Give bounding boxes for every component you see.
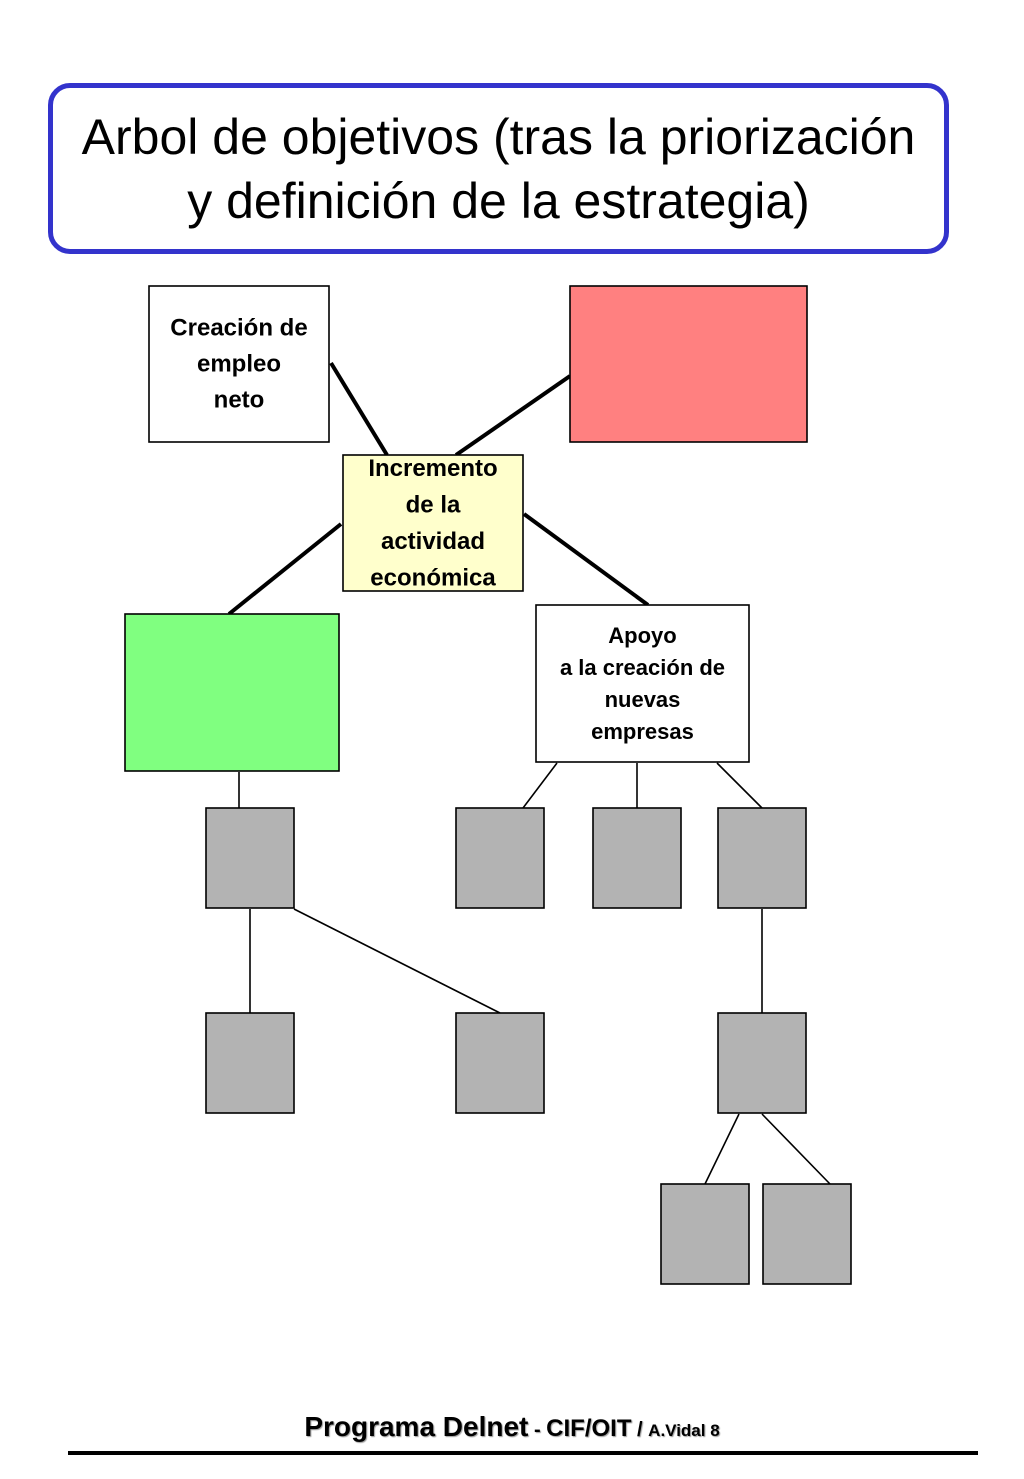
page-title-line-2: y definición de la estrategia) bbox=[187, 172, 810, 229]
footer-organization: CIF/OIT bbox=[546, 1415, 632, 1442]
node-gray-1-box bbox=[205, 807, 295, 909]
footer-rule bbox=[68, 1451, 978, 1455]
node-gray-5 bbox=[205, 1012, 295, 1114]
title-frame: Arbol de objetivos (tras la priorización… bbox=[48, 83, 949, 254]
node-incremento-actividad: Incremento de la actividad económica bbox=[342, 454, 524, 592]
node-incremento-actividad-label-line: actividad bbox=[381, 528, 485, 555]
node-gray-7-box bbox=[717, 1012, 807, 1114]
connector-apoyo-gray2 bbox=[522, 762, 558, 809]
connector-gray7-gray9 bbox=[761, 1113, 831, 1185]
node-incremento-actividad-box bbox=[342, 454, 524, 592]
node-apoyo-creacion-empresas-label-line: empresas bbox=[591, 719, 694, 744]
node-gray-9-box bbox=[762, 1183, 852, 1285]
connector-red-central bbox=[454, 374, 572, 457]
node-creacion-empleo-neto: Creación de empleo neto bbox=[148, 285, 330, 443]
node-gray-7 bbox=[717, 1012, 807, 1114]
node-creacion-empleo-neto-box bbox=[148, 285, 330, 443]
node-creacion-empleo-neto-label-line: empleo bbox=[197, 351, 281, 378]
connector-empleo-central bbox=[329, 361, 389, 457]
node-red-objective-box bbox=[569, 285, 808, 443]
footer-separator: / bbox=[631, 1419, 649, 1441]
node-gray-8-box bbox=[660, 1183, 750, 1285]
node-gray-8 bbox=[660, 1183, 750, 1285]
node-gray-5-box bbox=[205, 1012, 295, 1114]
node-gray-6-box bbox=[455, 1012, 545, 1114]
node-creacion-empleo-neto-label-line: Creación de bbox=[170, 315, 307, 342]
node-green-objective-box bbox=[124, 613, 340, 772]
node-apoyo-creacion-empresas-box bbox=[535, 604, 750, 763]
footer: Programa Delnet - CIF/OIT / A.Vidal 8 bbox=[0, 1411, 1024, 1443]
node-gray-6 bbox=[455, 1012, 545, 1114]
connector-apoyo-gray4 bbox=[716, 762, 763, 809]
node-incremento-actividad-label-line: Incremento bbox=[368, 455, 497, 482]
node-red-objective bbox=[569, 285, 808, 443]
node-apoyo-creacion-empresas: Apoyo a la creación de nuevas empresas bbox=[535, 604, 750, 763]
node-apoyo-creacion-empresas-label-line: nuevas bbox=[605, 687, 681, 712]
node-apoyo-creacion-empresas-label-line: Apoyo bbox=[608, 623, 676, 648]
footer-program: Programa Delnet bbox=[304, 1411, 529, 1442]
node-green-objective bbox=[124, 613, 340, 772]
footer-separator: - bbox=[528, 1419, 547, 1441]
node-creacion-empleo-neto-label-line: neto bbox=[214, 387, 265, 414]
connector-gray1-gray6 bbox=[293, 908, 501, 1014]
node-apoyo-creacion-empresas-label-line: a la creación de bbox=[560, 655, 725, 680]
node-gray-9 bbox=[762, 1183, 852, 1285]
node-gray-4 bbox=[717, 807, 807, 909]
connectors bbox=[227, 361, 831, 1185]
node-gray-4-box bbox=[717, 807, 807, 909]
node-gray-2-box bbox=[455, 807, 545, 909]
node-gray-3-box bbox=[592, 807, 682, 909]
page-title-line-1: Arbol de objetivos (tras la priorización bbox=[81, 108, 916, 165]
footer-author: A.Vidal 8 bbox=[648, 1421, 720, 1440]
node-gray-1 bbox=[205, 807, 295, 909]
node-gray-2 bbox=[455, 807, 545, 909]
node-incremento-actividad-label-line: de la bbox=[406, 491, 461, 518]
node-incremento-actividad-label-line: económica bbox=[370, 564, 496, 591]
connector-central-apoyo bbox=[522, 512, 650, 607]
connector-central-green bbox=[227, 522, 343, 616]
connector-gray7-gray8 bbox=[704, 1113, 740, 1185]
node-gray-3 bbox=[592, 807, 682, 909]
